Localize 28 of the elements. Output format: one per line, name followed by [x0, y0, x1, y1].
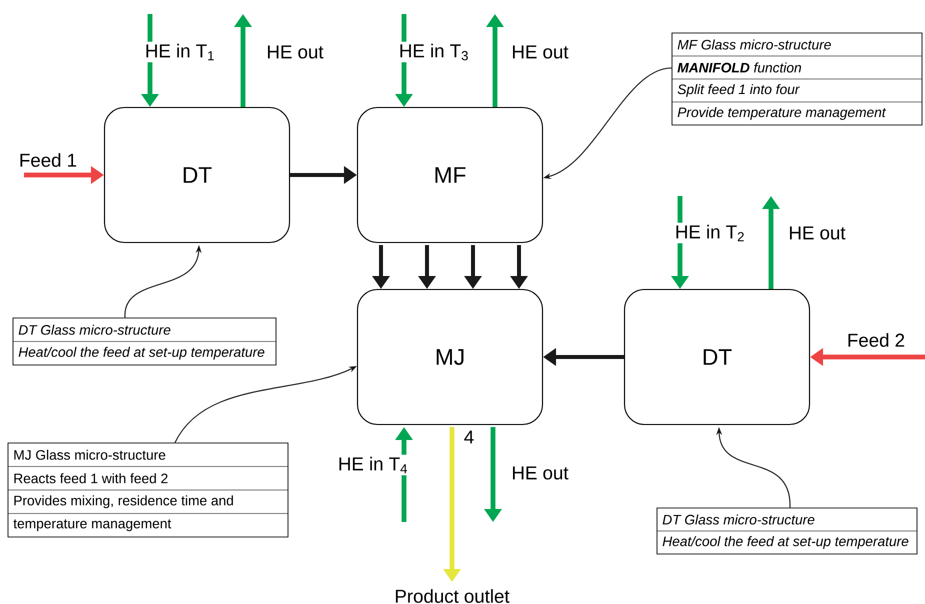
process-box: MJ	[356, 288, 544, 426]
process-box: MF	[356, 106, 544, 244]
edge-label: HE out	[513, 46, 568, 59]
edge-label: HE out	[513, 466, 568, 480]
edge-label: HE in T$_{4}$	[336, 454, 410, 476]
callout-text: temperature management	[13, 519, 172, 532]
callout-text: MF Glass micro-structure	[678, 39, 831, 50]
edge-label: Feed 2	[848, 333, 904, 347]
number-label: 4	[464, 430, 474, 444]
callout-text: MANIFOLD function	[678, 62, 802, 73]
process-box: DT	[624, 288, 810, 426]
edge-label: HE out	[790, 226, 846, 240]
edge-label: HE in T$_{1}$	[142, 42, 218, 62]
edge-label: HE in T$_{2}$	[672, 222, 748, 244]
edge-label: HE in T$_{3}$	[396, 42, 472, 62]
callout-text: DT Glass micro-structure	[18, 324, 170, 335]
callout-text: Heat/cool the feed at set-up temperature	[18, 346, 264, 360]
edge-label: Feed 1	[20, 153, 76, 167]
process-box: DT	[104, 106, 290, 244]
callout-text: Provide temperature management	[678, 107, 886, 120]
edge-label: HE out	[268, 46, 324, 59]
callout-text: Split feed 1 into four	[678, 84, 800, 97]
callout-text: Heat/cool the feed at set-up temperature	[662, 536, 908, 549]
callout-text: Reacts feed 1 with feed 2	[14, 473, 168, 484]
callout-text: DT Glass micro-structure	[662, 514, 814, 525]
callout-text: Provides mixing, residence time and	[14, 495, 233, 508]
edge-label: Product outlet	[396, 589, 510, 603]
callout-text: MJ Glass micro-structure	[14, 450, 166, 460]
